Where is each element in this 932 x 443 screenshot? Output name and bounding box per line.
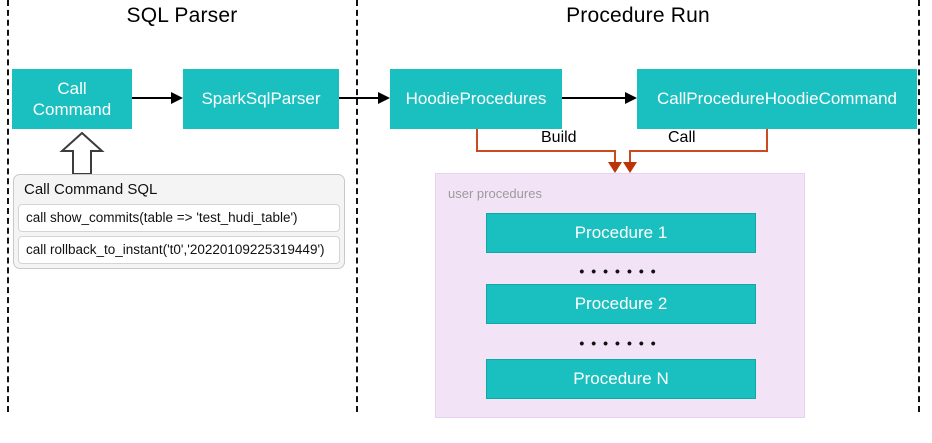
node-call-procedure-hoodie-command-label: CallProcedureHoodieCommand (656, 89, 897, 109)
sql-example-row: call rollback_to_instant('t0','202201092… (18, 236, 340, 264)
build-edge-label: Build (538, 129, 580, 147)
arrow-callcommand-to-parser-line (132, 97, 172, 99)
node-call-procedure-hoodie-command: CallProcedureHoodieCommand (637, 69, 917, 129)
procedure-n-box: Procedure N (486, 359, 756, 399)
arrow-hoodie-to-callproc-line (562, 97, 626, 99)
user-procedures-container: user procedures Procedure 1 ••••••• Proc… (435, 173, 805, 418)
call-connector-horizontal (629, 150, 768, 152)
user-procedures-label: user procedures (448, 186, 542, 201)
procedure-1-label: Procedure 1 (574, 223, 668, 242)
call-edge-label: Call (665, 129, 699, 147)
ellipsis-dots: ••••••• (579, 335, 663, 351)
sql-parser-section-title: SQL Parser (126, 4, 238, 27)
procedure-1-box: Procedure 1 (486, 213, 756, 253)
left-dashed-border (7, 0, 9, 412)
call-connector-vertical (766, 129, 768, 150)
procedure-n-label: Procedure N (573, 369, 669, 388)
call-command-sql-box: Call Command SQL call show_commits(table… (13, 174, 345, 269)
arrow-parser-to-hoodie-line (339, 97, 379, 99)
node-spark-sql-parser: SparkSqlParser (183, 69, 339, 129)
build-arrowhead-icon (608, 162, 622, 173)
arrow-callcommand-to-parser-head (171, 92, 183, 104)
procedure-2-label: Procedure 2 (574, 294, 668, 313)
call-arrowhead-icon (623, 162, 637, 173)
up-arrow-icon (56, 131, 108, 180)
node-spark-sql-parser-label: SparkSqlParser (201, 89, 321, 109)
node-call-command-label: Call Command (32, 78, 112, 119)
ellipsis-dots: ••••••• (579, 263, 663, 279)
node-hoodie-procedures: HoodieProcedures (390, 69, 562, 129)
build-connector-stub (614, 150, 616, 163)
middle-dashed-border (356, 0, 358, 412)
build-connector-horizontal (476, 150, 616, 152)
node-call-command: Call Command (12, 69, 132, 129)
call-connector-stub (629, 150, 631, 163)
procedure-run-section-title: Procedure Run (566, 4, 710, 27)
build-connector-vertical (476, 129, 478, 150)
arrow-hoodie-to-callproc-head (625, 92, 637, 104)
procedure-2-box: Procedure 2 (486, 284, 756, 324)
right-dashed-border (918, 0, 920, 412)
arrow-parser-to-hoodie-head (378, 92, 390, 104)
node-hoodie-procedures-label: HoodieProcedures (405, 89, 547, 109)
sql-box-header: Call Command SQL (24, 181, 158, 198)
sql-example-row: call show_commits(table => 'test_hudi_ta… (18, 204, 340, 232)
